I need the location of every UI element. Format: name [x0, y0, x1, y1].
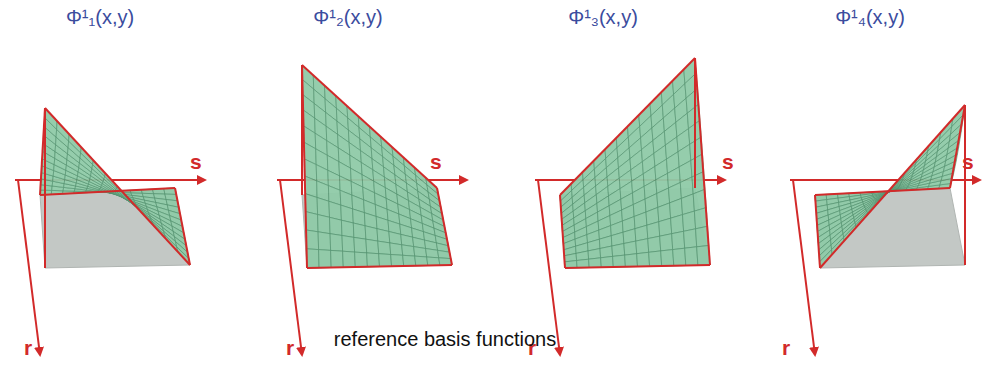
axis-label: r: [24, 336, 32, 360]
surface-cell: [319, 250, 332, 268]
surface-cell: [660, 234, 673, 251]
surface-cell: [672, 231, 685, 249]
surface-cell: [306, 230, 318, 250]
surface-cell: [671, 215, 684, 234]
surface-cell: [683, 211, 696, 231]
axis-label: r: [286, 336, 294, 360]
axis-label: s: [190, 150, 202, 174]
surface-cell: [367, 253, 380, 267]
surface-edge: [695, 58, 710, 265]
surface-cell: [354, 237, 367, 253]
surface-cell: [307, 249, 320, 268]
surface-cell: [684, 229, 697, 248]
surface-cell: [331, 250, 344, 267]
surface-cell: [318, 232, 331, 251]
surface-cell: [624, 241, 637, 255]
surface-cell: [341, 220, 354, 237]
surface-cell: [342, 236, 355, 253]
surface-cell: [390, 243, 403, 255]
function-title: Φ¹₄(x,y): [835, 6, 905, 29]
r-axis: [793, 180, 815, 355]
surface-cell: [391, 255, 404, 267]
surface-cell: [625, 254, 638, 267]
figure-caption: reference basis functions: [334, 328, 556, 351]
axis-label: r: [782, 336, 790, 360]
peak-edge: [44, 108, 46, 268]
basis-plot: [277, 65, 467, 355]
surface-cell: [661, 250, 674, 266]
surface-edge: [560, 58, 695, 195]
surface-cell: [305, 194, 317, 215]
surface-edge: [302, 65, 307, 268]
surface-edge: [302, 65, 437, 188]
reference-element: [302, 188, 452, 268]
surface-cell: [330, 217, 343, 235]
surface-edge: [40, 188, 175, 195]
axis-label: s: [430, 150, 442, 174]
surface-cell: [353, 223, 366, 239]
surface-edge: [815, 188, 950, 195]
surface-cell: [613, 255, 626, 267]
function-title: Φ¹₁(x,y): [66, 6, 134, 29]
surface-cell: [577, 259, 590, 268]
surface-cell: [427, 257, 440, 266]
surface-cell: [402, 245, 415, 256]
surface-cell: [648, 236, 661, 252]
surface-edge: [950, 105, 965, 188]
function-title: Φ¹₃(x,y): [568, 6, 638, 29]
surface-cell: [659, 218, 672, 236]
surface-cell: [600, 246, 613, 258]
surface-edge: [437, 188, 452, 265]
surface-edge: [45, 108, 190, 265]
reference-element: [40, 188, 190, 268]
surface-cell: [366, 239, 379, 254]
r-axis: [280, 180, 302, 355]
surface-cell: [365, 226, 378, 241]
axis-label: s: [962, 150, 974, 174]
surface-cell: [649, 251, 662, 266]
surface-cell: [317, 198, 329, 218]
surface-cell: [426, 249, 439, 258]
function-title: Φ¹₂(x,y): [313, 6, 382, 29]
surface-cell: [318, 215, 331, 234]
surface-edge: [815, 195, 820, 268]
surface-cell: [673, 248, 686, 266]
basis-plot: [535, 58, 725, 355]
surface-edge: [175, 188, 190, 265]
surface-cell: [612, 244, 625, 257]
plot-group: [15, 58, 980, 355]
surface-edge: [820, 105, 965, 268]
surface-cell: [576, 251, 589, 261]
surface-cell: [601, 256, 614, 267]
peak-edge: [964, 105, 966, 265]
peak-edge: [694, 58, 696, 188]
surface-cell: [403, 255, 416, 266]
r-axis: [18, 180, 40, 355]
surface-cell: [414, 247, 427, 257]
surface-edge: [307, 265, 452, 268]
surface-edge: [560, 195, 565, 268]
surface-cell: [589, 258, 602, 268]
surface-cell: [379, 254, 392, 267]
surface-cell: [355, 252, 368, 267]
axis-label: s: [722, 150, 734, 174]
basis-plot: [790, 105, 980, 355]
surface-cell: [377, 229, 390, 243]
surface-cell: [343, 251, 356, 267]
peak-edge: [301, 65, 303, 195]
surface-cell: [588, 249, 601, 260]
surface-cell: [685, 247, 698, 266]
surface-cell: [378, 241, 391, 254]
surface-edge: [565, 265, 710, 268]
surface-cell: [637, 252, 650, 266]
surface-cell: [647, 222, 660, 239]
surface-cell: [636, 239, 649, 254]
surface-cell: [415, 256, 428, 266]
surface-cell: [306, 212, 318, 232]
reference-element: [815, 188, 965, 268]
surface-cell: [330, 234, 343, 252]
basis-plot: [15, 108, 205, 355]
